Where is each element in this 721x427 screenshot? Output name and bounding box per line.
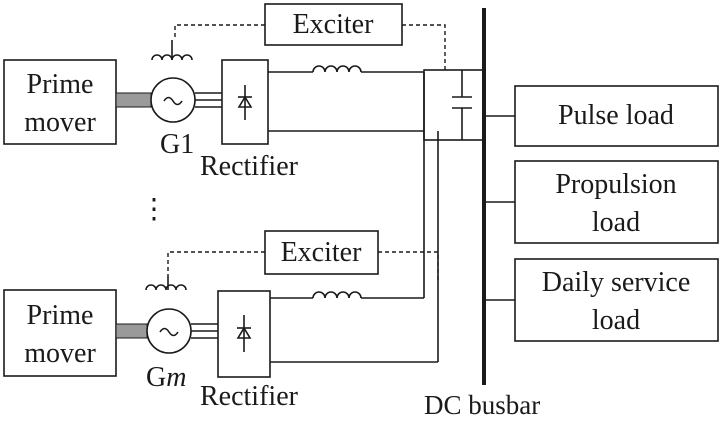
ellipsis-more-generators: ⋮ bbox=[140, 194, 168, 225]
inductor-icon bbox=[312, 291, 362, 299]
branch-g1: Exciter Prime mover G1 Rectifier bbox=[3, 3, 446, 182]
excitation-line-left-m bbox=[167, 251, 265, 276]
shaft-1 bbox=[115, 92, 152, 108]
branch-gm: Exciter Prime mover Gm Rectifier bbox=[3, 230, 439, 412]
excitation-line-right-m bbox=[378, 251, 439, 280]
daily-service-load-label-a: Daily service bbox=[542, 267, 691, 298]
prime-mover-box-1 bbox=[3, 59, 117, 145]
generator-label-gm: Gm bbox=[146, 362, 186, 393]
dc-busbar-label: DC busbar bbox=[424, 390, 540, 420]
exciter-box-m bbox=[264, 230, 379, 275]
exciter-label-m: Exciter bbox=[281, 237, 363, 268]
ac-symbol-icon bbox=[159, 327, 179, 337]
propulsion-load-label-b: load bbox=[592, 207, 640, 238]
capacitor-box bbox=[423, 69, 485, 141]
loads: Pulse load Propulsion load Daily service… bbox=[484, 85, 719, 342]
prime-mover-label-ma: Prime bbox=[27, 300, 94, 331]
daily-service-load-label-b: load bbox=[592, 305, 640, 336]
pulse-load-box bbox=[514, 85, 719, 147]
prime-mover-label-1b: mover bbox=[24, 107, 96, 138]
rectifier-box-1 bbox=[221, 59, 269, 145]
prime-mover-box-m bbox=[3, 289, 117, 377]
prime-mover-label-mb: mover bbox=[24, 338, 96, 369]
shaft-m bbox=[115, 323, 148, 339]
pulse-load-label: Pulse load bbox=[558, 100, 674, 131]
excitation-line-left-1 bbox=[174, 24, 265, 40]
propulsion-load-box bbox=[514, 160, 719, 244]
excitation-line-right-1 bbox=[402, 24, 446, 70]
diode-icon bbox=[236, 326, 252, 339]
propulsion-load-label-a: Propulsion bbox=[555, 169, 676, 200]
rectifier-label-1: Rectifier bbox=[200, 151, 299, 182]
diode-icon bbox=[237, 95, 253, 108]
rectifier-label-m: Rectifier bbox=[200, 381, 299, 412]
dc-link bbox=[423, 69, 485, 362]
ac-symbol-icon bbox=[163, 96, 183, 106]
exciter-label-1: Exciter bbox=[293, 9, 375, 40]
inductor-icon bbox=[312, 65, 362, 73]
excitation-coil-m bbox=[145, 284, 187, 291]
prime-mover-label-1a: Prime bbox=[27, 69, 94, 100]
generator-label-g1: G1 bbox=[160, 129, 194, 160]
daily-service-load-box bbox=[514, 258, 719, 342]
